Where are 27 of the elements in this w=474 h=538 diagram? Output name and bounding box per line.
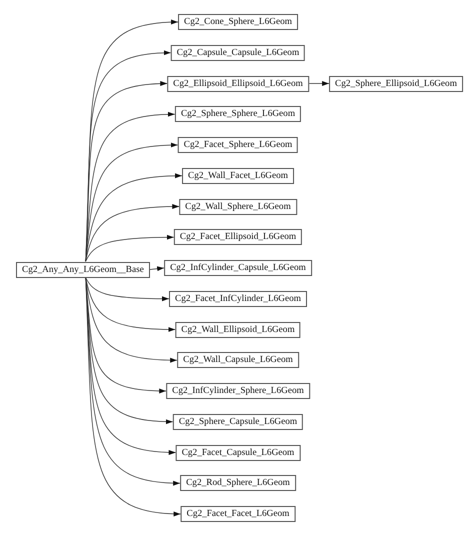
class-box: Cg2_Cone_Sphere_L6Geom	[178, 14, 298, 30]
class-box: Cg2_Rod_Sphere_L6Geom	[180, 475, 296, 492]
class-box: Cg2_Ellipsoid_Ellipsoid_L6Geom	[167, 76, 309, 92]
class-box: Cg2_Wall_Capsule_L6Geom	[177, 352, 299, 368]
class-box: Cg2_Capsule_Capsule_L6Geom	[170, 44, 306, 61]
inheritance-arrow	[85, 204, 180, 262]
inheritance-arrow	[308, 81, 330, 86]
inheritance-arrow	[85, 173, 182, 262]
inheritance-arrow	[85, 277, 178, 363]
inheritance-arrow	[85, 277, 176, 332]
class-box: Cg2_Sphere_Sphere_L6Geom	[174, 106, 302, 122]
class-box: Cg2_InfCylinder_Capsule_L6Geom	[164, 260, 312, 276]
class-box: Cg2_Sphere_Ellipsoid_L6Geom	[329, 76, 463, 92]
inheritance-arrow	[85, 234, 174, 262]
class-box: Cg2_Facet_Capsule_L6Geom	[176, 444, 300, 460]
class-box: Cg2_Facet_InfCylinder_L6Geom	[169, 290, 307, 307]
class-box: Cg2_Wall_Ellipsoid_L6Geom	[175, 322, 301, 338]
inheritance-arrow	[85, 277, 170, 302]
class-box: Cg2_InfCylinder_Sphere_L6Geom	[166, 383, 310, 399]
class-box: Cg2_Facet_Ellipsoid_L6Geom	[174, 229, 302, 246]
class-box: Cg2_Facet_Sphere_L6Geom	[178, 137, 298, 153]
class-box: Cg2_Sphere_Capsule_L6Geom	[172, 414, 304, 430]
class-box: Cg2_Facet_Facet_L6Geom	[180, 506, 296, 522]
class-box: Cg2_Wall_Sphere_L6Geom	[179, 198, 297, 214]
class-box: Cg2_Any_Any_L6Geom__Base	[16, 262, 150, 278]
inheritance-arrow	[150, 266, 164, 272]
class-box: Cg2_Wall_Facet_L6Geom	[182, 168, 294, 184]
